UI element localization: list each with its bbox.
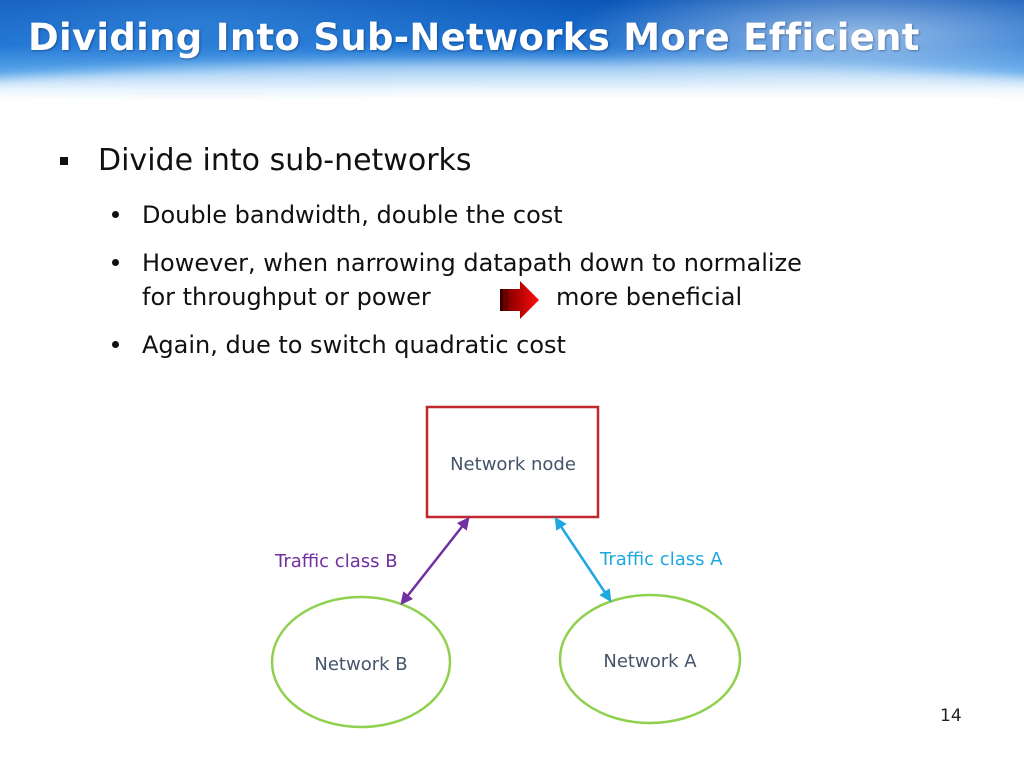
bullet-item-text: However, when narrowing datapath down to… [142, 249, 802, 277]
network-a-label: Network A [603, 651, 697, 672]
bullet-level1-text: Divide into sub-networks [98, 143, 472, 178]
network-b-circle [270, 595, 452, 729]
square-bullet-icon [60, 157, 68, 165]
round-bullet-icon [112, 259, 119, 266]
header-wave [0, 62, 1024, 100]
round-bullet-icon [112, 341, 119, 348]
bullet-item-2-conclusion: more beneficial [556, 283, 743, 311]
page-number: 14 [940, 706, 962, 726]
right-arrow-icon [500, 281, 539, 319]
network-node-label: Network node [450, 454, 576, 475]
traffic-a-arrow [554, 516, 612, 603]
bullet-item-text: Double bandwidth, double the cost [142, 201, 563, 229]
slide-title: Dividing Into Sub-Networks More Efficien… [28, 16, 920, 59]
network-node-box [425, 405, 600, 519]
traffic-a-label: Traffic class A [599, 549, 723, 570]
traffic-b-label: Traffic class B [274, 551, 398, 572]
round-bullet-icon [112, 211, 119, 218]
bullet-item-text: Again, due to switch quadratic cost [142, 331, 566, 359]
network-b-label: Network B [314, 654, 407, 675]
traffic-b-arrow [400, 517, 470, 605]
bullet-item-2-continuation: for throughput or power [142, 283, 431, 311]
network-a-circle [558, 593, 742, 725]
slide-header: Dividing Into Sub-Networks More Efficien… [0, 0, 1024, 100]
